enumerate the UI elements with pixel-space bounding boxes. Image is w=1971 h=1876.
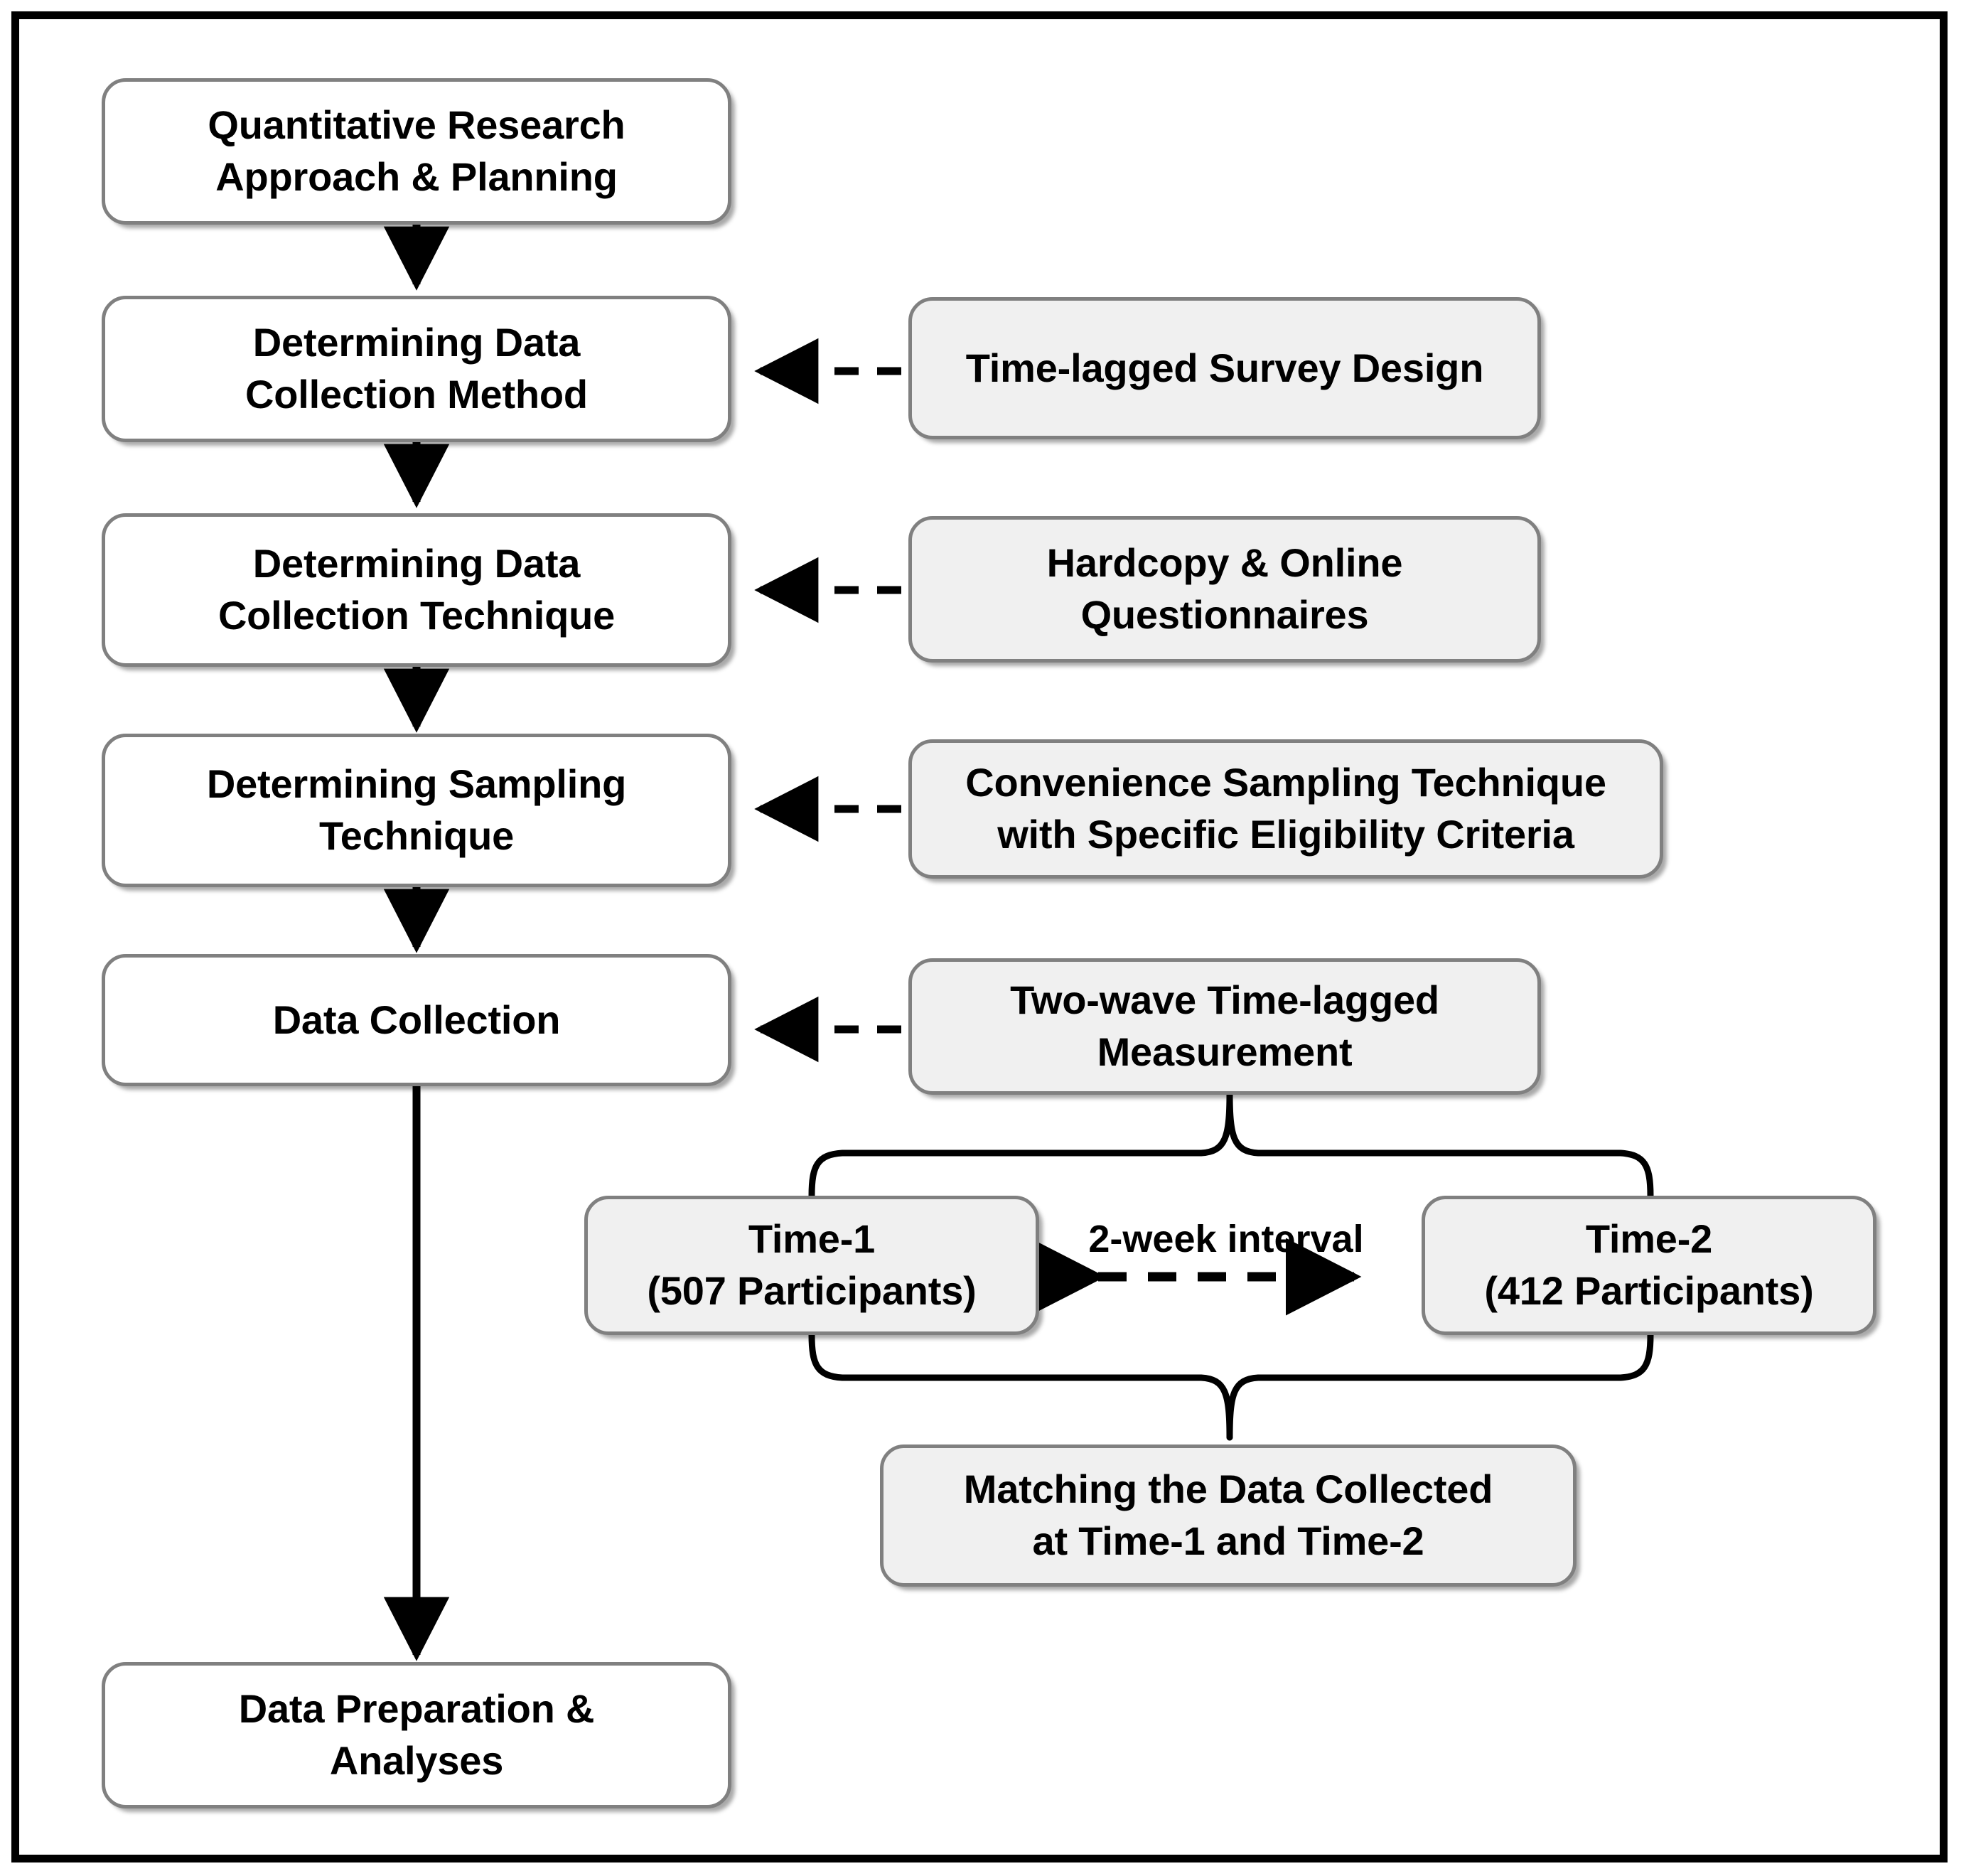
node-determining-sampling-technique-label: Determining Sampling Technique [206, 761, 627, 858]
node-time-2-label: Time-2 (412 Participants) [1484, 1216, 1814, 1313]
note-hardcopy-online-questionnaires[interactable]: Hardcopy & Online Questionnaires [908, 516, 1541, 663]
note-time-lagged-survey-design[interactable]: Time-lagged Survey Design [908, 297, 1541, 439]
edge-label-2-week-interval: 2-week interval [1088, 1218, 1364, 1260]
node-data-preparation-and-analyses-label: Data Preparation & Analyses [238, 1686, 595, 1783]
node-time-1-label: Time-1 (507 Participants) [647, 1216, 977, 1313]
node-data-collection[interactable]: Data Collection [102, 954, 731, 1086]
node-data-collection-label: Data Collection [272, 997, 561, 1042]
note-convenience-sampling-technique-label: Convenience Sampling Technique with Spec… [965, 760, 1606, 857]
node-approach-and-planning[interactable]: Quantitative Research Approach & Plannin… [102, 78, 731, 225]
node-time-1[interactable]: Time-1 (507 Participants) [584, 1196, 1039, 1335]
note-two-wave-time-lagged-measurement[interactable]: Two-wave Time-lagged Measurement [908, 958, 1541, 1095]
note-two-wave-time-lagged-measurement-label: Two-wave Time-lagged Measurement [1010, 977, 1439, 1074]
node-time-2[interactable]: Time-2 (412 Participants) [1422, 1196, 1876, 1335]
node-data-preparation-and-analyses[interactable]: Data Preparation & Analyses [102, 1662, 731, 1808]
node-approach-and-planning-label: Quantitative Research Approach & Plannin… [208, 102, 625, 199]
note-time-lagged-survey-design-label: Time-lagged Survey Design [965, 345, 1484, 390]
node-matching-the-data[interactable]: Matching the Data Collected at Time-1 an… [880, 1444, 1577, 1587]
node-matching-the-data-label: Matching the Data Collected at Time-1 an… [963, 1467, 1493, 1563]
node-determining-data-collection-method[interactable]: Determining Data Collection Method [102, 296, 731, 442]
note-convenience-sampling-technique[interactable]: Convenience Sampling Technique with Spec… [908, 739, 1663, 879]
node-determining-data-collection-technique-label: Determining Data Collection Technique [217, 541, 616, 638]
brace-split-top [808, 1090, 1654, 1199]
node-determining-sampling-technique[interactable]: Determining Sampling Technique [102, 734, 731, 887]
note-hardcopy-online-questionnaires-label: Hardcopy & Online Questionnaires [1046, 540, 1403, 637]
node-determining-data-collection-method-label: Determining Data Collection Method [245, 320, 588, 417]
brace-merge-bottom [808, 1331, 1654, 1441]
node-determining-data-collection-technique[interactable]: Determining Data Collection Technique [102, 513, 731, 667]
